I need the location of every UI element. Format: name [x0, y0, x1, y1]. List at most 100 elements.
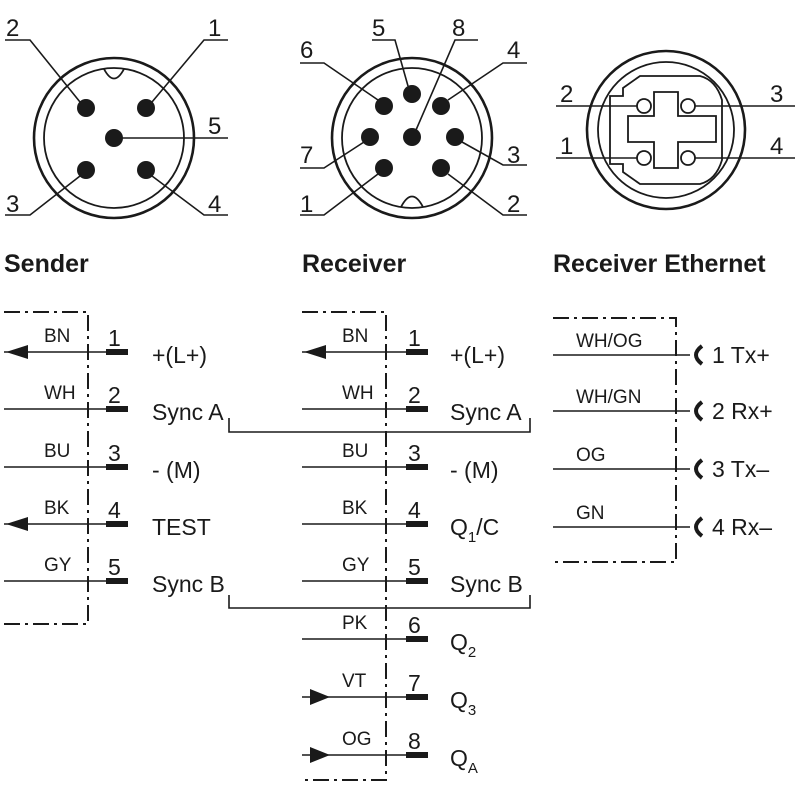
- wire-color: BK: [342, 498, 368, 519]
- wire-color: BN: [342, 326, 368, 347]
- pin-function: Q1/C: [450, 514, 499, 546]
- receiver-connector: 6 5 8 4 7 3 1 2: [300, 15, 527, 220]
- ethernet-pin-label: 3: [770, 81, 783, 108]
- sync-a-bus: [228, 418, 531, 433]
- input-arrow-icon: [310, 747, 330, 763]
- ethernet-pin-label: 1: [560, 133, 573, 160]
- wire-color: OG: [342, 729, 372, 750]
- ethernet-pin-label: 4: [770, 133, 783, 160]
- wire-color: WH: [44, 383, 76, 404]
- sender-pin-label: 3: [6, 191, 19, 218]
- ethernet-row: GN 4 Rx–: [553, 503, 772, 540]
- wire-color: BK: [44, 498, 70, 519]
- pin-function: - (M): [450, 457, 499, 483]
- pin-contact: [406, 694, 428, 700]
- receiver-pin-label: 8: [452, 15, 465, 42]
- pin-contact: [406, 349, 428, 355]
- pin-function: Sync A: [152, 399, 224, 425]
- ethernet-pin-label: 2: [560, 81, 573, 108]
- jack-contact-icon: [694, 400, 704, 422]
- pin-function: Sync A: [450, 399, 522, 425]
- pin-contact: [406, 752, 428, 758]
- pin-number: 2: [408, 382, 421, 408]
- receiver-pin-label: 7: [300, 142, 313, 169]
- output-arrow-icon: [6, 345, 28, 359]
- receiver-pin-label: 1: [300, 191, 313, 218]
- wire-color: WH/OG: [576, 331, 643, 352]
- jack-contact-icon: [694, 344, 704, 366]
- pin-function: Q2: [450, 629, 476, 661]
- pin-contact: [106, 464, 128, 470]
- pin-number: 3: [408, 440, 421, 466]
- pin-function: Sync B: [152, 571, 225, 597]
- wire-color: GY: [342, 555, 370, 576]
- output-arrow-icon: [6, 517, 28, 531]
- wire-color: WH/GN: [576, 387, 641, 408]
- receiver-pin-label: 6: [300, 37, 313, 64]
- wire-color: WH: [342, 383, 374, 404]
- pin-number: 1: [408, 325, 421, 351]
- pin-number: 5: [108, 554, 121, 580]
- ethernet-connector: 2 1 3 4: [556, 49, 795, 211]
- pin-function: +(L+): [152, 342, 207, 368]
- wire-color: GN: [576, 503, 605, 524]
- pin-contact: [406, 464, 428, 470]
- pin-contact: [106, 578, 128, 584]
- pin-contact: [406, 636, 428, 642]
- pin-contact: [106, 406, 128, 412]
- ethernet-row: OG 3 Tx–: [553, 445, 769, 482]
- receiver-pin-label: 2: [507, 191, 520, 218]
- sender-pin-label: 1: [208, 15, 221, 42]
- wire-color: BN: [44, 326, 70, 347]
- pin-contact: [406, 406, 428, 412]
- sender-heading: Sender: [4, 250, 89, 278]
- wire-color: VT: [342, 671, 367, 692]
- receiver-pin-label: 4: [507, 37, 520, 64]
- wire-color: OG: [576, 445, 606, 466]
- pin-function: Sync B: [450, 571, 523, 597]
- pin-contact: [406, 521, 428, 527]
- receiver-pin-label: 3: [507, 142, 520, 169]
- sender-pin-label: 4: [208, 191, 221, 218]
- output-arrow-icon: [304, 345, 326, 359]
- receiver-row: BU 3 - (M): [302, 440, 499, 483]
- pin-function: 4 Rx–: [712, 514, 772, 540]
- pin-function: TEST: [152, 514, 211, 540]
- wire-color: PK: [342, 613, 368, 634]
- pin-contact: [106, 521, 128, 527]
- pin-function: 3 Tx–: [712, 456, 769, 482]
- pin-number: 5: [408, 554, 421, 580]
- pin-number: 4: [108, 497, 121, 523]
- receiver-pin-label: 5: [372, 15, 385, 42]
- ethernet-row: WH/OG1 Tx+: [553, 331, 770, 368]
- sender-connector: 2 1 5 3 4: [5, 15, 228, 220]
- receiver-heading: Receiver: [302, 250, 407, 278]
- sender-row: BN 1 +(L+): [4, 325, 207, 368]
- pin-number: 1: [108, 325, 121, 351]
- pin-function: - (M): [152, 457, 201, 483]
- wire-color: BU: [342, 441, 368, 462]
- ethernet-row: WH/GN 2 Rx+: [553, 387, 773, 424]
- wire-color: BU: [44, 441, 70, 462]
- pin-number: 7: [408, 670, 421, 696]
- pin-contact: [106, 349, 128, 355]
- sync-b-bus: [228, 595, 531, 609]
- pin-contact: [406, 578, 428, 584]
- pin-function: 2 Rx+: [712, 398, 773, 424]
- pin-number: 8: [408, 728, 421, 754]
- ethernet-wiring: WH/OG1 Tx+ WH/GN 2 Rx+ OG 3 Tx– GN 4 Rx–: [553, 317, 773, 563]
- jack-contact-icon: [694, 458, 704, 480]
